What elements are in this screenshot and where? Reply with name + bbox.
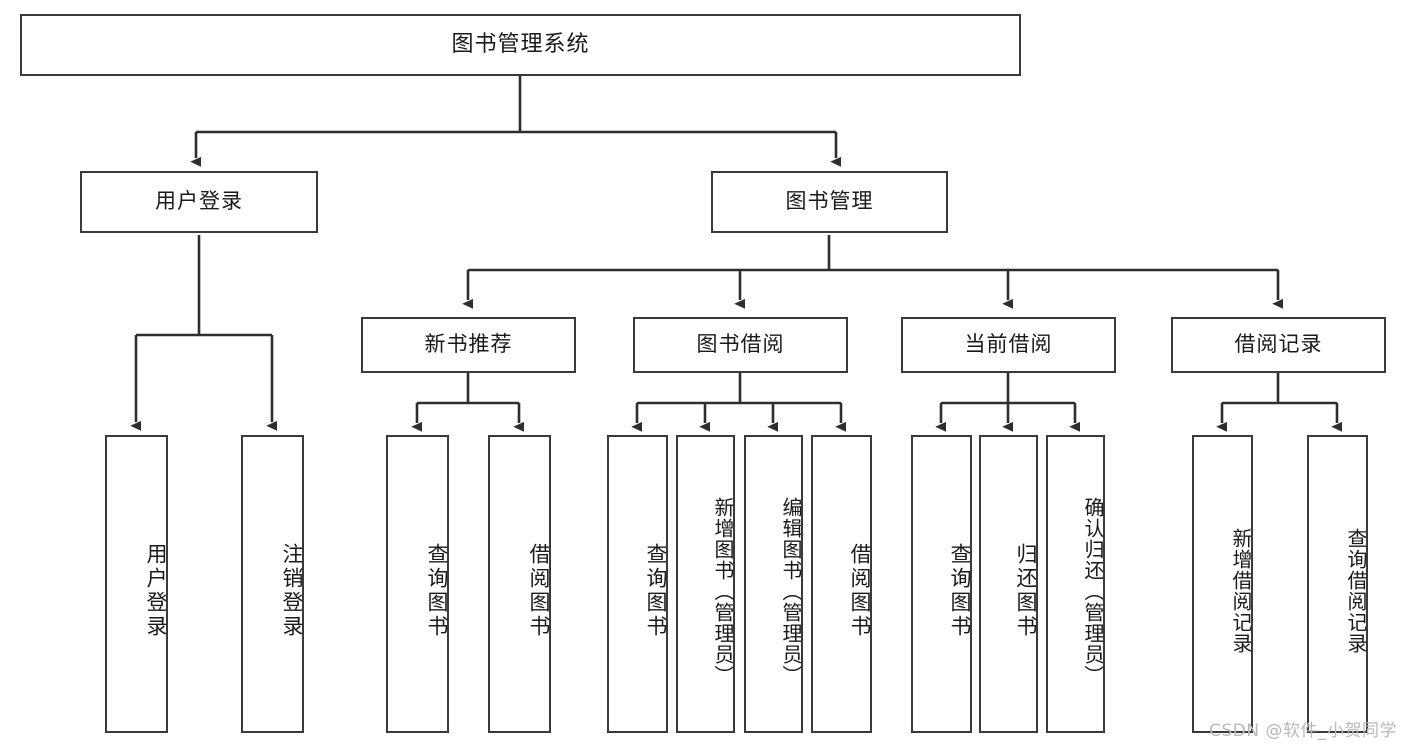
node-book-borrow[interactable]: 图书借阅 xyxy=(633,317,848,373)
leaf-confirm-return[interactable]: 确认归还（管理员） xyxy=(1046,435,1105,733)
leaf-query-book-current[interactable]: 查询图书 xyxy=(911,435,972,733)
csdn-watermark: CSDN @软件_小贺同学 xyxy=(1209,721,1397,741)
leaf-edit-book[interactable]: 编辑图书（管理员） xyxy=(744,435,803,733)
leaf-user-login[interactable]: 用户登录 xyxy=(105,435,168,733)
node-root-system[interactable]: 图书管理系统 xyxy=(20,14,1021,76)
node-book-management[interactable]: 图书管理 xyxy=(711,171,948,233)
leaf-borrow-book[interactable]: 借阅图书 xyxy=(811,435,872,733)
leaf-query-book-recommend[interactable]: 查询图书 xyxy=(386,435,449,733)
leaf-return-book[interactable]: 归还图书 xyxy=(979,435,1038,733)
leaf-query-book-borrow[interactable]: 查询图书 xyxy=(607,435,668,733)
node-current-borrow[interactable]: 当前借阅 xyxy=(901,317,1116,373)
node-new-book-recommend[interactable]: 新书推荐 xyxy=(361,317,576,373)
leaf-borrow-book-recommend[interactable]: 借阅图书 xyxy=(488,435,551,733)
node-borrow-record[interactable]: 借阅记录 xyxy=(1171,317,1386,373)
leaf-user-logout[interactable]: 注销登录 xyxy=(241,435,304,733)
leaf-add-borrow-record[interactable]: 新增借阅记录 xyxy=(1192,435,1253,733)
node-user-login[interactable]: 用户登录 xyxy=(80,171,318,233)
leaf-query-borrow-record[interactable]: 查询借阅记录 xyxy=(1307,435,1368,733)
leaf-add-book[interactable]: 新增图书（管理员） xyxy=(676,435,735,733)
